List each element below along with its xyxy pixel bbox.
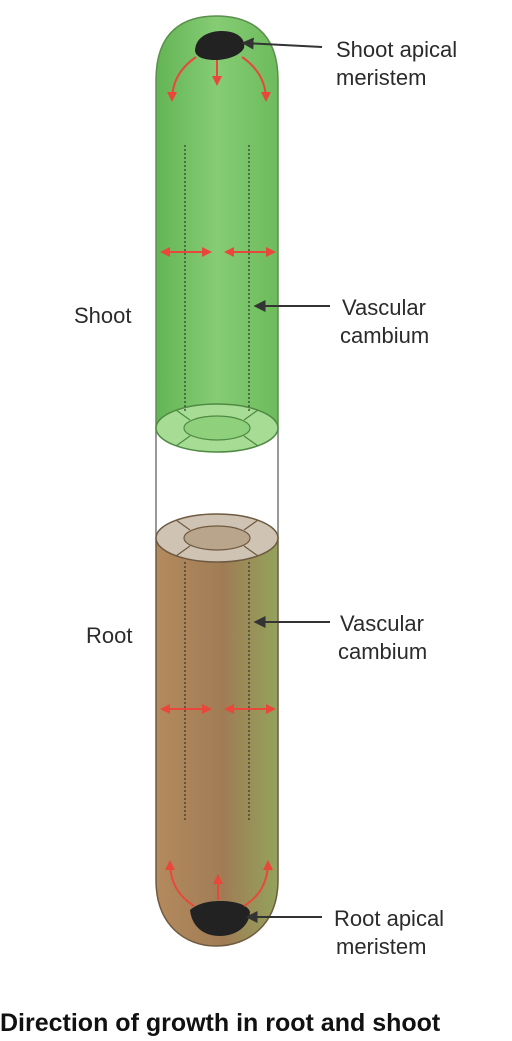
figure-caption: Direction of growth in root and shoot: [0, 1009, 441, 1037]
shoot-pith: [183, 415, 251, 441]
shoot-growth-arrows: [160, 56, 276, 257]
pointer-shoot-apical-meristem: [241, 37, 323, 50]
root-body: [155, 513, 279, 947]
label-root-apical-meristem-line1: Root apical: [334, 906, 445, 931]
label-root: Root: [86, 623, 133, 648]
pointer-arrows: [241, 37, 330, 923]
root-pith: [183, 525, 251, 551]
root-apical-meristem-shape: [190, 901, 250, 936]
label-root-apical-meristem-line2: meristem: [336, 934, 427, 959]
label-shoot: Shoot: [74, 303, 132, 328]
label-shoot-apical-meristem-line1: Shoot apical: [336, 37, 458, 62]
root-growth-arrows: [160, 704, 276, 907]
label-shoot-vascular-cambium-line1: Vascular: [342, 295, 426, 320]
label-shoot-vascular-cambium-line2: cambium: [340, 323, 430, 348]
label-root-vascular-cambium-line2: cambium: [338, 639, 428, 664]
shoot-body: [155, 15, 279, 453]
label-shoot-apical-meristem-line2: meristem: [336, 65, 427, 90]
connector-lines: [155, 428, 279, 538]
label-root-vascular-cambium-line1: Vascular: [340, 611, 424, 636]
shoot-apical-meristem-shape: [195, 31, 245, 60]
